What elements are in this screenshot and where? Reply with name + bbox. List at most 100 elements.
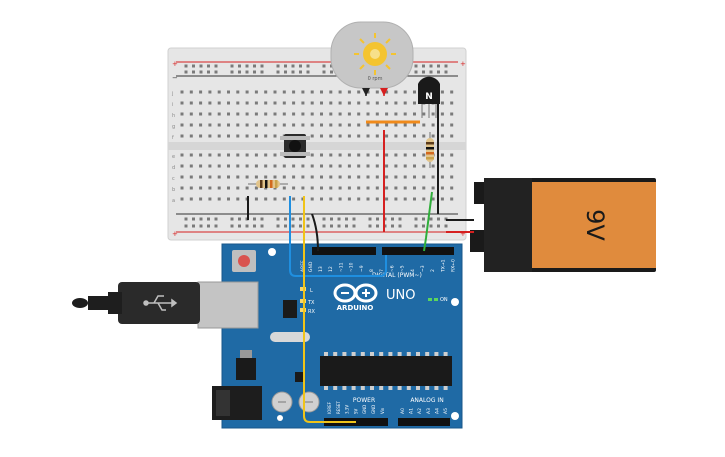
push-button[interactable]	[280, 134, 310, 158]
breadboard-hole[interactable]	[450, 153, 454, 157]
resistor[interactable]	[248, 180, 288, 188]
rail-hole[interactable]	[260, 224, 264, 228]
breadboard-hole[interactable]	[236, 186, 240, 190]
breadboard-hole[interactable]	[217, 186, 221, 190]
breadboard-hole[interactable]	[264, 164, 268, 168]
battery-9v[interactable]: 9V	[446, 178, 656, 272]
breadboard-hole[interactable]	[320, 101, 323, 105]
breadboard-hole[interactable]	[227, 90, 230, 94]
digital-header-left[interactable]	[312, 247, 376, 255]
breadboard-hole[interactable]	[440, 197, 444, 201]
analog-header[interactable]	[398, 418, 450, 426]
rail-hole[interactable]	[276, 70, 280, 74]
rail-hole[interactable]	[291, 217, 295, 221]
rail-hole[interactable]	[306, 70, 310, 74]
breadboard-hole[interactable]	[431, 186, 435, 190]
breadboard-hole[interactable]	[245, 123, 249, 127]
rail-hole[interactable]	[322, 224, 326, 228]
breadboard-hole[interactable]	[450, 175, 454, 179]
breadboard-hole[interactable]	[273, 112, 277, 116]
breadboard[interactable]: + − + + + j i h g f e d c b a	[167, 47, 467, 241]
rail-hole[interactable]	[398, 217, 402, 221]
breadboard-hole[interactable]	[227, 134, 230, 138]
rail-hole[interactable]	[214, 224, 218, 228]
breadboard-hole[interactable]	[227, 175, 230, 179]
breadboard-hole[interactable]	[264, 197, 268, 201]
rail-hole[interactable]	[322, 70, 326, 74]
rail-hole[interactable]	[337, 224, 341, 228]
breadboard-hole[interactable]	[366, 186, 370, 190]
breadboard-hole[interactable]	[217, 123, 221, 127]
breadboard-hole[interactable]	[366, 197, 370, 201]
breadboard-hole[interactable]	[440, 101, 444, 105]
rail-hole[interactable]	[284, 217, 287, 221]
breadboard-hole[interactable]	[329, 186, 333, 190]
breadboard-hole[interactable]	[245, 175, 249, 179]
rail-hole[interactable]	[199, 224, 203, 228]
reset-button-cap[interactable]	[238, 255, 250, 267]
breadboard-hole[interactable]	[292, 101, 296, 105]
breadboard-hole[interactable]	[189, 164, 193, 168]
breadboard-hole[interactable]	[282, 186, 286, 190]
breadboard-hole[interactable]	[357, 186, 361, 190]
breadboard-hole[interactable]	[403, 186, 407, 190]
rail-hole[interactable]	[214, 64, 218, 68]
breadboard-hole[interactable]	[189, 153, 193, 157]
breadboard-hole[interactable]	[254, 90, 258, 94]
breadboard-hole[interactable]	[375, 134, 379, 138]
breadboard-hole[interactable]	[199, 186, 203, 190]
rail-hole[interactable]	[238, 224, 241, 228]
breadboard-hole[interactable]	[413, 197, 416, 201]
breadboard-hole[interactable]	[217, 90, 221, 94]
rail-hole[interactable]	[260, 217, 264, 221]
rail-hole[interactable]	[192, 64, 195, 68]
breadboard-hole[interactable]	[338, 123, 342, 127]
breadboard-hole[interactable]	[422, 134, 426, 138]
breadboard-hole[interactable]	[227, 101, 230, 105]
breadboard-hole[interactable]	[310, 123, 314, 127]
breadboard-hole[interactable]	[180, 123, 184, 127]
rail-hole[interactable]	[253, 224, 256, 228]
rail-hole[interactable]	[260, 64, 264, 68]
breadboard-hole[interactable]	[385, 197, 389, 201]
breadboard-hole[interactable]	[450, 112, 454, 116]
breadboard-hole[interactable]	[450, 164, 454, 168]
rail-hole[interactable]	[322, 217, 326, 221]
rail-hole[interactable]	[184, 224, 188, 228]
breadboard-hole[interactable]	[292, 112, 296, 116]
breadboard-hole[interactable]	[310, 197, 314, 201]
breadboard-hole[interactable]	[245, 90, 249, 94]
rail-hole[interactable]	[238, 70, 241, 74]
breadboard-hole[interactable]	[310, 101, 314, 105]
breadboard-hole[interactable]	[245, 164, 249, 168]
breadboard-hole[interactable]	[394, 134, 398, 138]
breadboard-hole[interactable]	[273, 90, 277, 94]
breadboard-hole[interactable]	[245, 186, 249, 190]
breadboard-hole[interactable]	[375, 90, 379, 94]
breadboard-hole[interactable]	[366, 123, 370, 127]
rail-hole[interactable]	[437, 217, 440, 221]
breadboard-hole[interactable]	[450, 134, 454, 138]
breadboard-hole[interactable]	[180, 164, 184, 168]
breadboard-hole[interactable]	[385, 186, 389, 190]
breadboard-hole[interactable]	[375, 164, 379, 168]
rail-hole[interactable]	[207, 64, 210, 68]
breadboard-hole[interactable]	[320, 164, 323, 168]
breadboard-hole[interactable]	[413, 123, 416, 127]
breadboard-hole[interactable]	[189, 175, 193, 179]
breadboard-hole[interactable]	[329, 164, 333, 168]
rail-hole[interactable]	[306, 224, 310, 228]
usb-port[interactable]	[197, 281, 259, 329]
rail-hole[interactable]	[238, 64, 241, 68]
dc-motor[interactable]: 0 rpm	[330, 21, 414, 96]
rail-hole[interactable]	[376, 224, 379, 228]
breadboard-hole[interactable]	[329, 101, 333, 105]
breadboard-hole[interactable]	[431, 134, 435, 138]
rail-hole[interactable]	[192, 217, 195, 221]
breadboard-hole[interactable]	[357, 90, 361, 94]
rail-hole[interactable]	[291, 64, 295, 68]
breadboard-hole[interactable]	[282, 197, 286, 201]
breadboard-hole[interactable]	[375, 112, 379, 116]
rail-hole[interactable]	[291, 224, 295, 228]
breadboard-hole[interactable]	[357, 175, 361, 179]
